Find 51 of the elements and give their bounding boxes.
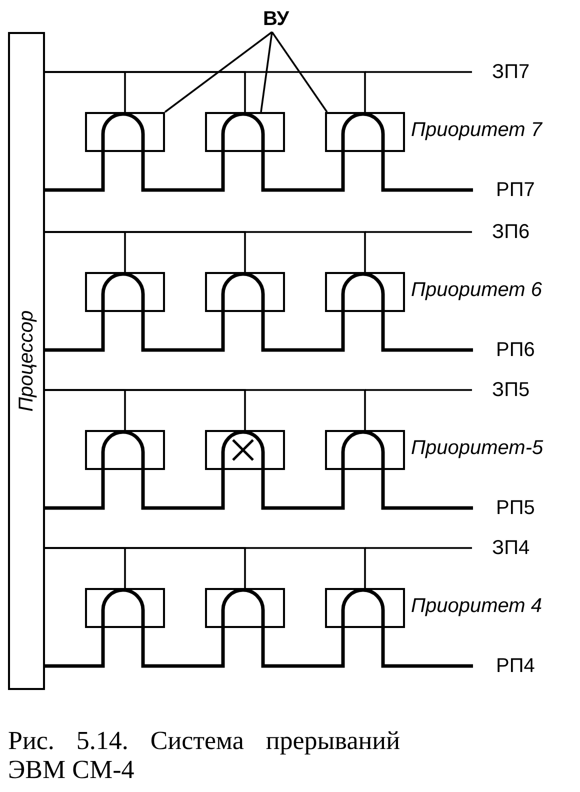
request-line	[45, 231, 366, 272]
device-box	[325, 430, 405, 470]
grant-chain-line	[141, 312, 225, 352]
priority-label: Приоритет-5	[411, 438, 544, 458]
device-box	[205, 272, 285, 312]
device-box	[325, 112, 405, 152]
grant-chain-line	[381, 152, 473, 192]
signal-label: ЗП4	[492, 538, 530, 558]
request-line	[45, 547, 366, 588]
device-box	[85, 272, 165, 312]
device-box	[205, 588, 285, 628]
grant-chain-line	[141, 152, 225, 192]
grant-chain-line	[45, 628, 105, 668]
processor-label: Процессор	[15, 310, 38, 412]
device-box	[205, 112, 285, 152]
signal-label: РП4	[496, 656, 535, 676]
signal-label: РП5	[496, 498, 535, 518]
request-line	[45, 71, 366, 112]
priority-label: Приоритет 6	[411, 280, 542, 300]
signal-label: ЗП5	[492, 380, 530, 400]
device-box	[325, 272, 405, 312]
leader-line	[271, 32, 328, 112]
device-box	[85, 588, 165, 628]
grant-chain-line	[45, 312, 105, 352]
priority-label: Приоритет 4	[411, 596, 542, 616]
figure-caption: Рис. 5.14. Система прерываний ЭВМ СМ-4	[8, 727, 400, 784]
signal-label: РП7	[496, 180, 535, 200]
signal-label: ЗП7	[492, 62, 530, 82]
grant-chain-line	[45, 152, 105, 192]
signal-label: ЗП6	[492, 222, 530, 242]
leader-line	[260, 32, 273, 112]
grant-chain-line	[261, 152, 345, 192]
device-group-label: ВУ	[262, 8, 290, 31]
grant-chain-line	[381, 312, 473, 352]
grant-chain-line	[45, 470, 105, 510]
grant-chain-line	[261, 470, 345, 510]
grant-chain-line	[261, 312, 345, 352]
request-line	[45, 389, 366, 430]
processor-bar	[8, 32, 45, 690]
leader-line	[164, 31, 273, 113]
grant-chain-line	[261, 628, 345, 668]
device-box	[85, 430, 165, 470]
priority-label: Приоритет 7	[411, 120, 542, 140]
device-box	[85, 112, 165, 152]
grant-chain-line	[381, 628, 473, 668]
grant-chain-line	[141, 628, 225, 668]
device-box	[205, 430, 285, 470]
grant-chain-line	[381, 470, 473, 510]
grant-chain-line	[141, 470, 225, 510]
device-box	[325, 588, 405, 628]
signal-label: РП6	[496, 340, 535, 360]
